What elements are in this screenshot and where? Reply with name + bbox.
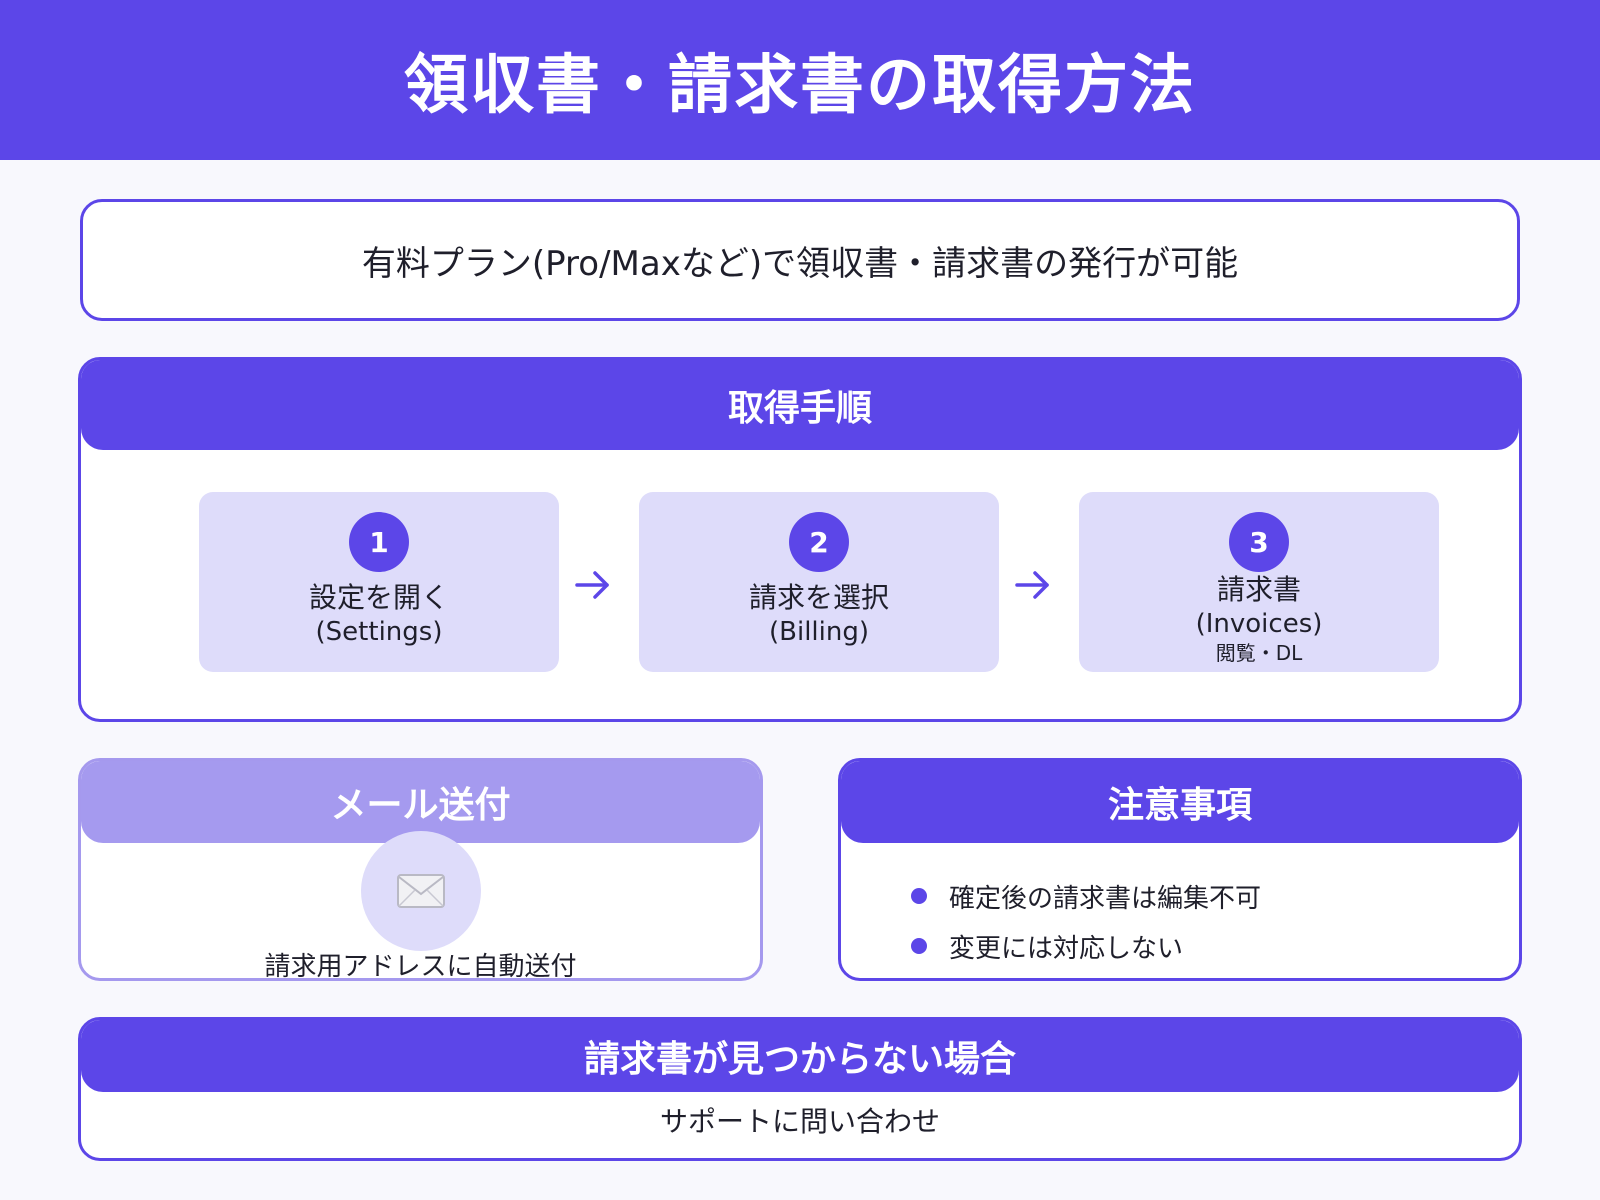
- mail-heading: メール送付: [81, 761, 760, 843]
- step-note-3: 閲覧・DL: [1215, 641, 1303, 665]
- step-title-3: 請求書: [1216, 573, 1301, 606]
- step-title-2: 請求を選択: [748, 581, 889, 614]
- notes-heading: 注意事項: [841, 761, 1519, 843]
- steps-card: 取得手順 1 設定を開く (Settings) 2 請求を選択 (Billing…: [78, 357, 1522, 722]
- intro-card: 有料プラン(Pro/Maxなど)で領収書・請求書の発行が可能: [80, 199, 1520, 321]
- list-item: 確定後の請求書は編集不可: [911, 871, 1261, 921]
- notes-card: 注意事項 確定後の請求書は編集不可 変更には対応しない: [838, 758, 1522, 981]
- notes-list: 確定後の請求書は編集不可 変更には対応しない: [911, 871, 1261, 971]
- note-text-2: 変更には対応しない: [949, 933, 1184, 964]
- step-3: 3 請求書 (Invoices) 閲覧・DL: [1079, 492, 1439, 672]
- not-found-heading: 請求書が見つからない場合: [81, 1020, 1519, 1092]
- step-sub-3: (Invoices): [1195, 609, 1323, 639]
- mail-text: 請求用アドレスに自動送付: [264, 952, 577, 981]
- bullet-icon: [911, 938, 927, 954]
- arrow-right-icon: [1015, 571, 1049, 599]
- step-number-2: 2: [789, 512, 849, 572]
- note-text-1: 確定後の請求書は編集不可: [949, 883, 1262, 914]
- not-found-card: 請求書が見つからない場合 サポートに問い合わせ: [78, 1017, 1522, 1161]
- envelope-icon: [397, 874, 445, 908]
- intro-text: 有料プラン(Pro/Maxなど)で領収書・請求書の発行が可能: [361, 243, 1239, 284]
- page-title: 領収書・請求書の取得方法: [404, 49, 1196, 123]
- not-found-text: サポートに問い合わせ: [659, 1105, 940, 1138]
- step-sub-1: (Settings): [315, 617, 443, 647]
- bullet-icon: [911, 888, 927, 904]
- list-item: 変更には対応しない: [911, 921, 1261, 971]
- steps-heading: 取得手順: [81, 360, 1519, 450]
- step-sub-2: (Billing): [768, 617, 869, 647]
- mail-icon-badge: [361, 831, 481, 951]
- header-banner: 領収書・請求書の取得方法: [0, 0, 1600, 160]
- step-1: 1 設定を開く (Settings): [199, 492, 559, 672]
- step-number-1: 1: [349, 512, 409, 572]
- step-2: 2 請求を選択 (Billing): [639, 492, 999, 672]
- step-title-1: 設定を開く: [308, 581, 449, 614]
- mail-card: メール送付 請求用アドレスに自動送付: [78, 758, 763, 981]
- step-number-3: 3: [1229, 512, 1289, 572]
- arrow-right-icon: [575, 571, 609, 599]
